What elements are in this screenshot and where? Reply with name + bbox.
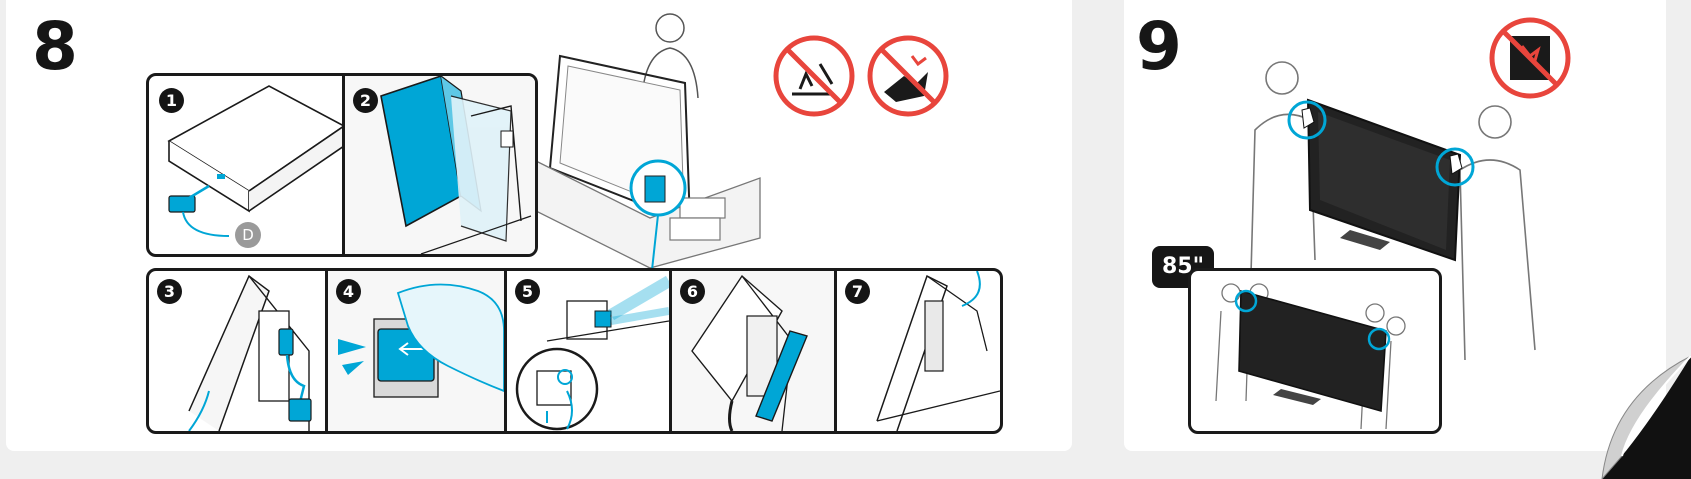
panel-3-badge: 3: [157, 279, 182, 304]
panel-divider: [669, 271, 672, 431]
panel-4-badge: 4: [336, 279, 361, 304]
step-9-85-inch-panel: [1188, 268, 1442, 434]
cable-connect-illustration: [188, 274, 312, 431]
four-people-carrying-tv: [1215, 283, 1406, 430]
panel-4: 4: [328, 271, 504, 431]
one-connect-box-illustration: [167, 85, 342, 237]
no-pressing-screen-icon: [867, 35, 949, 117]
step-9-number: 9: [1136, 8, 1182, 85]
no-touching-screen-icon: [1489, 17, 1571, 99]
two-people-carrying-tv: [1249, 61, 1536, 361]
panel-divider: [504, 271, 507, 431]
panel-5: 5: [507, 271, 669, 431]
step-8-bottom-panel: 3 4 5: [146, 268, 1003, 434]
press-connector-illustration: [338, 283, 504, 398]
panel-1-badge: 1: [159, 88, 184, 113]
panel-divider: [834, 271, 837, 431]
stand-attach-illustration: [380, 76, 532, 254]
panel-1: 1 D: [149, 76, 342, 254]
panel-7: 7: [837, 271, 1000, 431]
size-label-85: 85": [1152, 246, 1215, 288]
panel-divider: [325, 271, 328, 431]
panel-2-badge: 2: [353, 88, 378, 113]
stand-complete-illustration: [876, 271, 1000, 431]
no-sharp-objects-icon: [773, 35, 855, 117]
panel-7-badge: 7: [845, 279, 870, 304]
step-8-number: 8: [32, 8, 78, 85]
panel-5-badge: 5: [515, 279, 540, 304]
connector-d-badge: D: [235, 222, 261, 248]
step-8-top-panel: 1 D 2: [146, 73, 538, 257]
panel-6: 6: [672, 271, 834, 431]
page-curl-icon[interactable]: [1582, 355, 1691, 479]
panel-divider: [342, 76, 345, 254]
connector-locked-illustration: [515, 275, 669, 431]
panel-3: 3: [149, 271, 325, 431]
panel-6-badge: 6: [680, 279, 705, 304]
tv-unboxing-scene: [529, 13, 761, 271]
cover-attach-illustration: [691, 274, 808, 431]
panel-2: 2: [345, 76, 535, 254]
